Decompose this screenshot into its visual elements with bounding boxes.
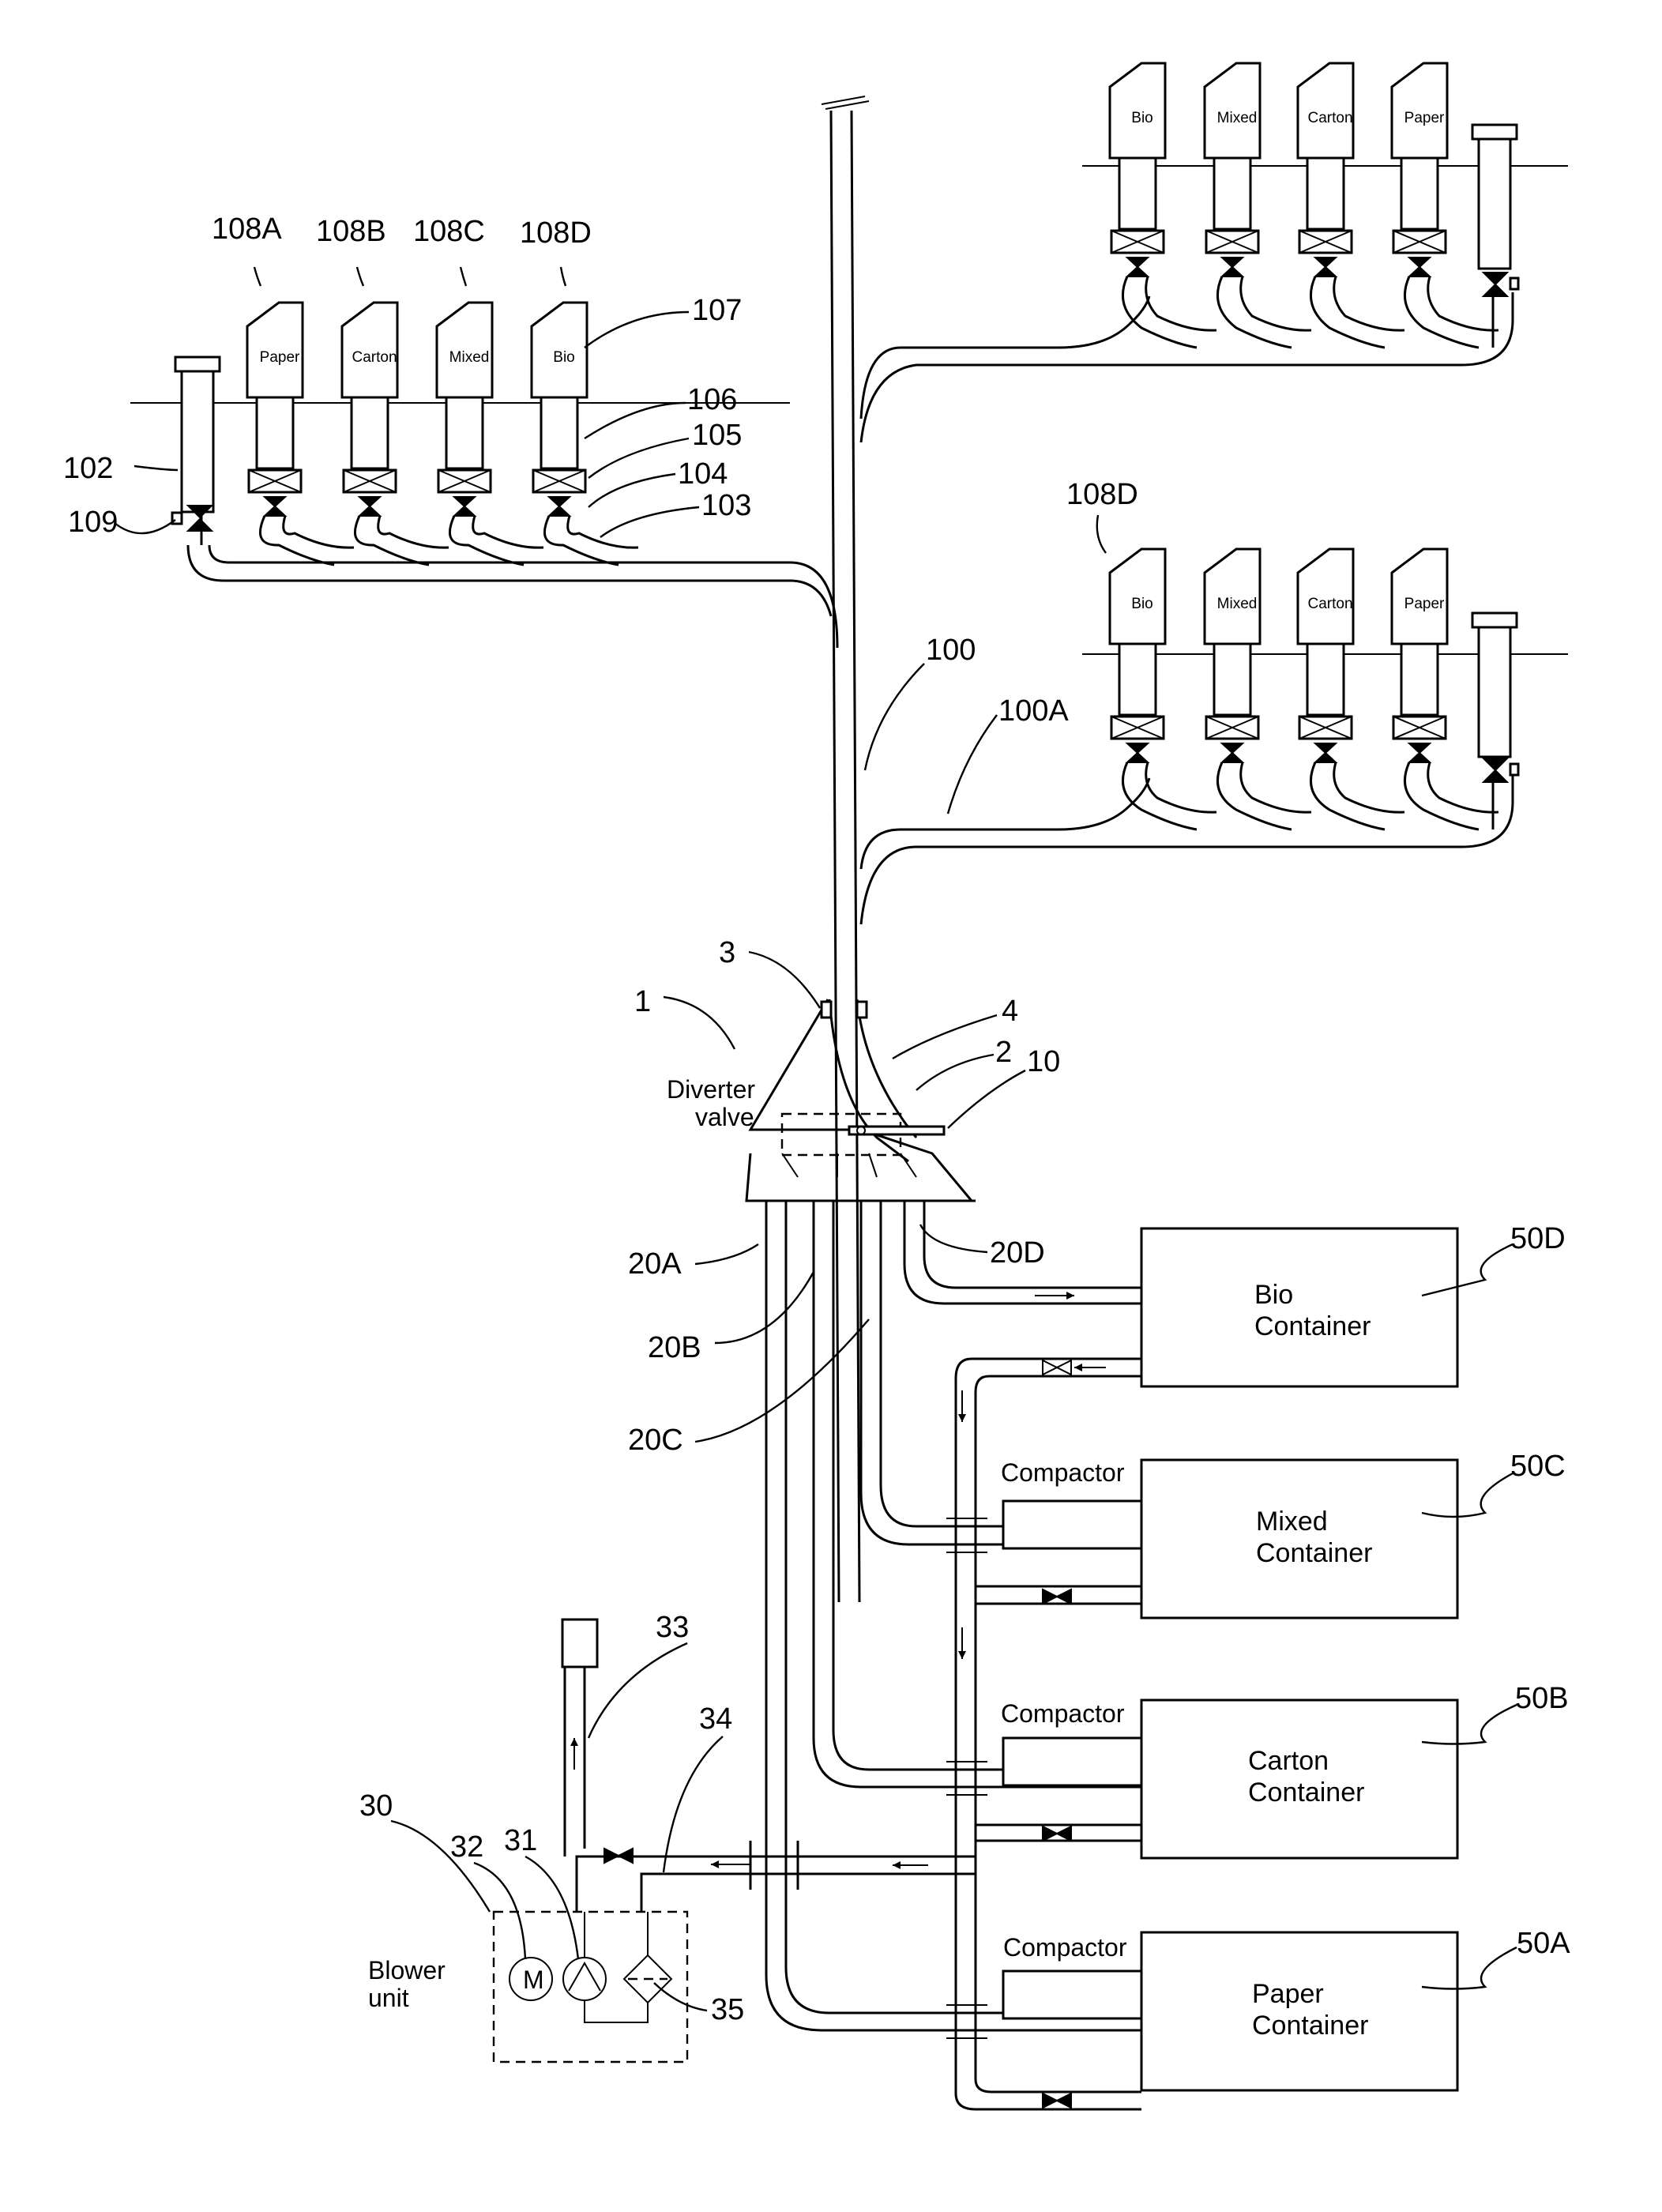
upper-right-branch-pipe <box>861 292 1513 442</box>
ref-100A: 100A <box>998 694 1069 728</box>
blower-label-2: unit <box>368 1984 409 2012</box>
ref-34: 34 <box>699 1702 732 1736</box>
bin-label-right-upper-1: Mixed <box>1217 110 1258 126</box>
mixed-container-line2: Container <box>1256 1538 1372 1568</box>
ref-20A: 20A <box>628 1247 682 1281</box>
compactor-mixed <box>1003 1501 1141 1548</box>
ref-50C: 50C <box>1510 1450 1566 1483</box>
exhaust-pipe <box>562 1620 976 1912</box>
ref-32: 32 <box>450 1830 483 1864</box>
mixed-container-line1: Mixed <box>1256 1507 1328 1537</box>
ref-103: 103 <box>701 489 751 522</box>
bin-label-right-middle-3: Paper <box>1404 596 1445 612</box>
compactor-label-mixed: Compactor <box>1001 1458 1125 1487</box>
bio-container-line2: Container <box>1254 1311 1371 1341</box>
ref-108D-right: 108D <box>1066 478 1138 511</box>
bin-left-2: Mixed <box>437 303 543 565</box>
ref-104: 104 <box>678 457 728 491</box>
bin-right-middle-1: Mixed <box>1205 549 1311 830</box>
ref-3: 3 <box>719 936 735 969</box>
ref-10: 10 <box>1027 1045 1060 1078</box>
ref-109: 109 <box>68 506 118 539</box>
right-middle-inlet-shaft <box>1472 613 1518 782</box>
ref-20D: 20D <box>990 1236 1045 1270</box>
compactor-paper <box>1003 1971 1141 2018</box>
ref-2: 2 <box>995 1036 1012 1069</box>
middle-right-branch-pipe-100A <box>861 774 1513 924</box>
bin-label-right-upper-2: Carton <box>1307 110 1352 126</box>
bin-right-middle-0: Bio <box>1110 549 1216 830</box>
paper-container-line2: Container <box>1252 2011 1368 2041</box>
bin-label-right-middle-2: Carton <box>1307 596 1352 612</box>
carton-container-line1: Carton <box>1248 1746 1329 1776</box>
ref-108D: 108D <box>520 216 592 250</box>
bin-right-middle-2: Carton <box>1298 549 1404 830</box>
ref-20B: 20B <box>648 1331 701 1364</box>
ref-20C: 20C <box>628 1424 683 1457</box>
bin-left-1: Carton <box>342 303 449 565</box>
bin-label-right-upper-0: Bio <box>1131 110 1152 126</box>
bin-right-upper-1: Mixed <box>1205 63 1311 348</box>
bin-label-left-2: Mixed <box>449 349 490 366</box>
diverter-label-1: Diverter <box>667 1075 755 1104</box>
inlet-shaft-102 <box>172 357 220 531</box>
paper-container-line1: Paper <box>1252 1979 1324 2009</box>
bio-container <box>1141 1228 1457 1386</box>
ref-35: 35 <box>711 1993 744 2026</box>
ref-106: 106 <box>687 383 737 416</box>
right-upper-bin-group: Bio Mixed Carton Paper <box>1082 63 1568 348</box>
bin-left-0: Paper <box>247 303 354 565</box>
ref-30: 30 <box>359 1789 393 1823</box>
ref-102: 102 <box>63 452 113 485</box>
bin-right-upper-2: Carton <box>1298 63 1404 348</box>
bin-label-right-middle-1: Mixed <box>1217 596 1258 612</box>
bin-label-left-1: Carton <box>352 349 397 366</box>
bin-label-left-3: Bio <box>553 349 574 366</box>
ref-1: 1 <box>634 985 651 1018</box>
ref-50B: 50B <box>1515 1682 1569 1715</box>
carton-container-line2: Container <box>1248 1778 1364 1808</box>
bin-label-right-middle-0: Bio <box>1131 596 1152 612</box>
compactor-label-paper: Compactor <box>1003 1933 1127 1962</box>
ref-107: 107 <box>692 294 742 327</box>
diverter-valve <box>746 999 976 1201</box>
ref-50D: 50D <box>1510 1222 1566 1255</box>
compactor-label-carton: Compactor <box>1001 1699 1125 1728</box>
bin-right-upper-0: Bio <box>1110 63 1216 348</box>
ref-105: 105 <box>692 419 742 452</box>
blower-label-1: Blower <box>368 1956 446 1984</box>
right-middle-bin-group: Bio Mixed Carton Paper <box>1082 549 1568 830</box>
bin-label-left-0: Paper <box>260 349 300 366</box>
outlet-pipes <box>766 1201 1141 2030</box>
compactor-carton <box>1003 1738 1141 1785</box>
ref-4: 4 <box>1002 995 1018 1028</box>
ref-108B: 108B <box>316 215 386 248</box>
bin-label-right-upper-3: Paper <box>1404 110 1445 126</box>
ref-108A: 108A <box>212 213 282 246</box>
ref-33: 33 <box>656 1611 689 1644</box>
motor-label: M <box>523 1966 544 1994</box>
diverter-label-2: valve <box>695 1103 754 1131</box>
right-upper-inlet-shaft <box>1472 125 1518 296</box>
left-bin-group: Paper Carton Mixed Bio <box>130 303 790 565</box>
bio-container-line1: Bio <box>1254 1280 1293 1310</box>
ref-108C: 108C <box>413 215 485 248</box>
ref-50A: 50A <box>1517 1927 1570 1960</box>
ref-31: 31 <box>504 1824 537 1857</box>
valve-109-icon <box>188 506 212 531</box>
ref-100: 100 <box>926 634 976 667</box>
